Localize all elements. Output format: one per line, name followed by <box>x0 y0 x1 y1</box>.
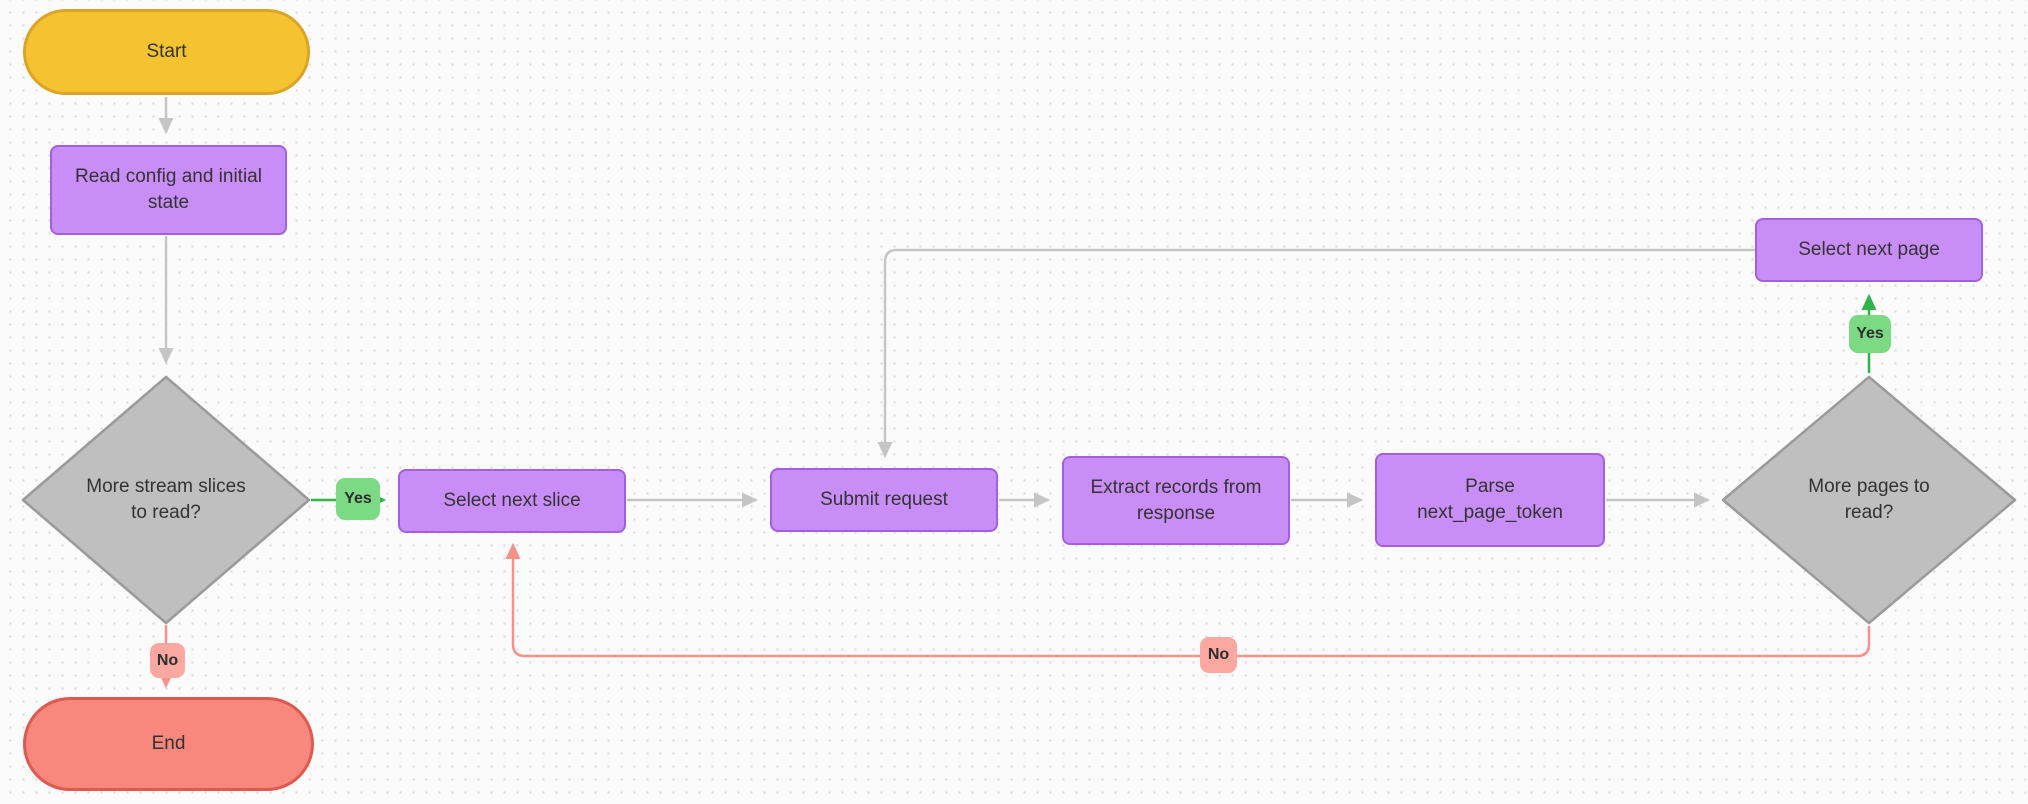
diamond-shape <box>21 375 311 625</box>
node-extract-records[interactable]: Extract records from response <box>1062 456 1290 545</box>
node-more-pages-label: More pages to read? <box>1808 476 1930 523</box>
node-select-next-slice[interactable]: Select next slice <box>398 469 626 533</box>
edge-label-text: No <box>1207 646 1230 663</box>
edge-label-text: Yes <box>344 490 372 507</box>
node-submit-request-label: Submit request <box>820 489 948 511</box>
edge-more-pages-no-to-select-next-slice[interactable] <box>505 542 1871 658</box>
node-select-next-page-label: Select next page <box>1798 239 1940 261</box>
node-parse-next-page-token-label: Parse next_page_token <box>1417 476 1563 523</box>
node-read-config-label: Read config and initial state <box>75 166 262 213</box>
node-start-label: Start <box>146 41 187 63</box>
node-select-next-slice-label: Select next slice <box>443 490 581 512</box>
node-select-next-page[interactable]: Select next page <box>1755 218 1983 282</box>
node-submit-request[interactable]: Submit request <box>770 468 998 532</box>
node-parse-next-page-token[interactable]: Parse next_page_token <box>1375 453 1605 547</box>
node-more-slices-label: More stream slices to read? <box>86 476 246 523</box>
node-extract-records-label: Extract records from response <box>1090 476 1262 524</box>
edge-label-text: Yes <box>1856 325 1884 342</box>
edge-label-yes-slices[interactable]: Yes <box>336 478 380 520</box>
node-start[interactable]: Start <box>23 9 310 95</box>
node-read-config[interactable]: Read config and initial state <box>50 145 287 235</box>
node-end-label: End <box>151 733 186 755</box>
node-end[interactable]: End <box>23 697 314 791</box>
edge-label-text: No <box>156 651 179 669</box>
edge-label-no-slices[interactable]: No <box>150 643 185 678</box>
node-more-pages-decision[interactable]: More pages to read? <box>1720 374 2018 626</box>
edge-label-yes-pages[interactable]: Yes <box>1849 315 1891 353</box>
edge-select-next-page-to-submit-request[interactable] <box>877 248 1755 459</box>
node-more-slices-decision[interactable]: More stream slices to read? <box>20 374 312 626</box>
diamond-shape <box>1721 375 2017 625</box>
edge-label-no-pages[interactable]: No <box>1200 637 1237 673</box>
